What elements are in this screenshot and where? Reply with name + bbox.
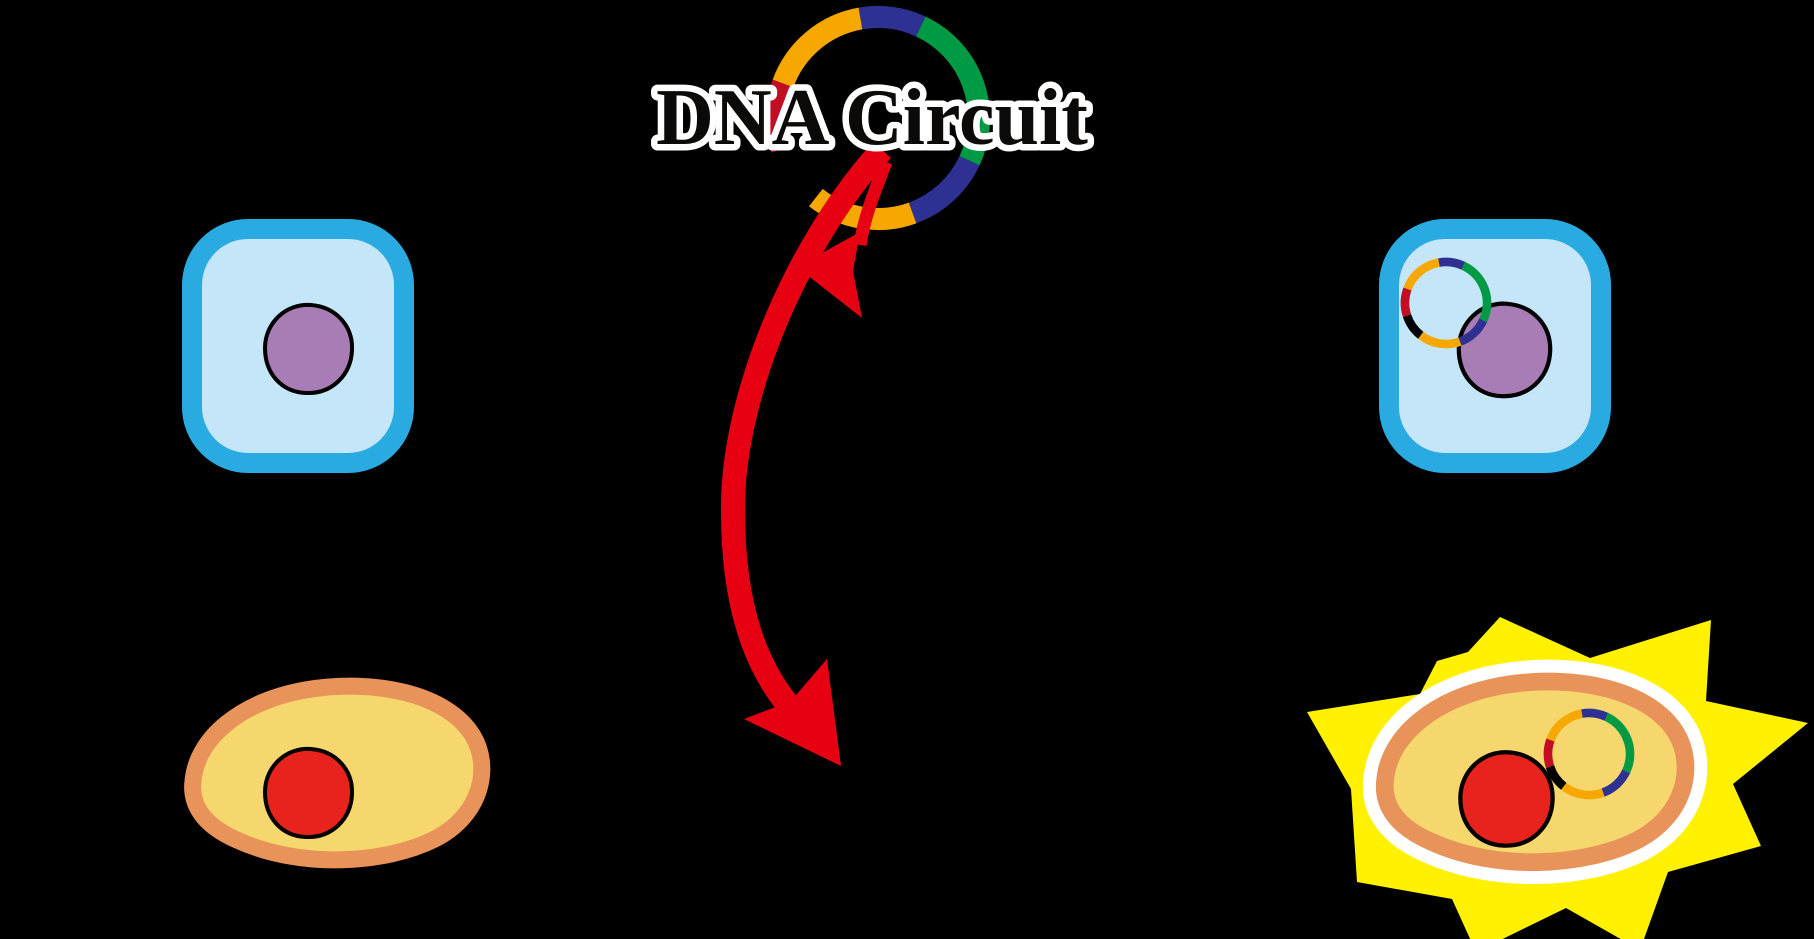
arrow-long-head [744,659,841,766]
bacterial-cell-left [193,686,482,860]
arrow-long-shaft [720,141,891,722]
delivery-arrow-long [720,141,891,766]
blue-cell-left-nucleus [263,302,355,396]
activated-cell-group [1307,617,1808,939]
figure-title: DNA Circuit [656,74,1088,162]
activated-cell-nucleoid [1460,752,1552,845]
blue-cell-right-with-plasmid [1389,229,1601,463]
blue-cell-left [192,229,404,463]
blue-cell-right-nucleus [1459,304,1550,397]
arrow-short-head [797,232,862,318]
bacterial-cell-left-nucleoid [263,746,355,840]
arrow-short-shaft [853,159,893,247]
delivery-arrow-short [797,159,893,318]
